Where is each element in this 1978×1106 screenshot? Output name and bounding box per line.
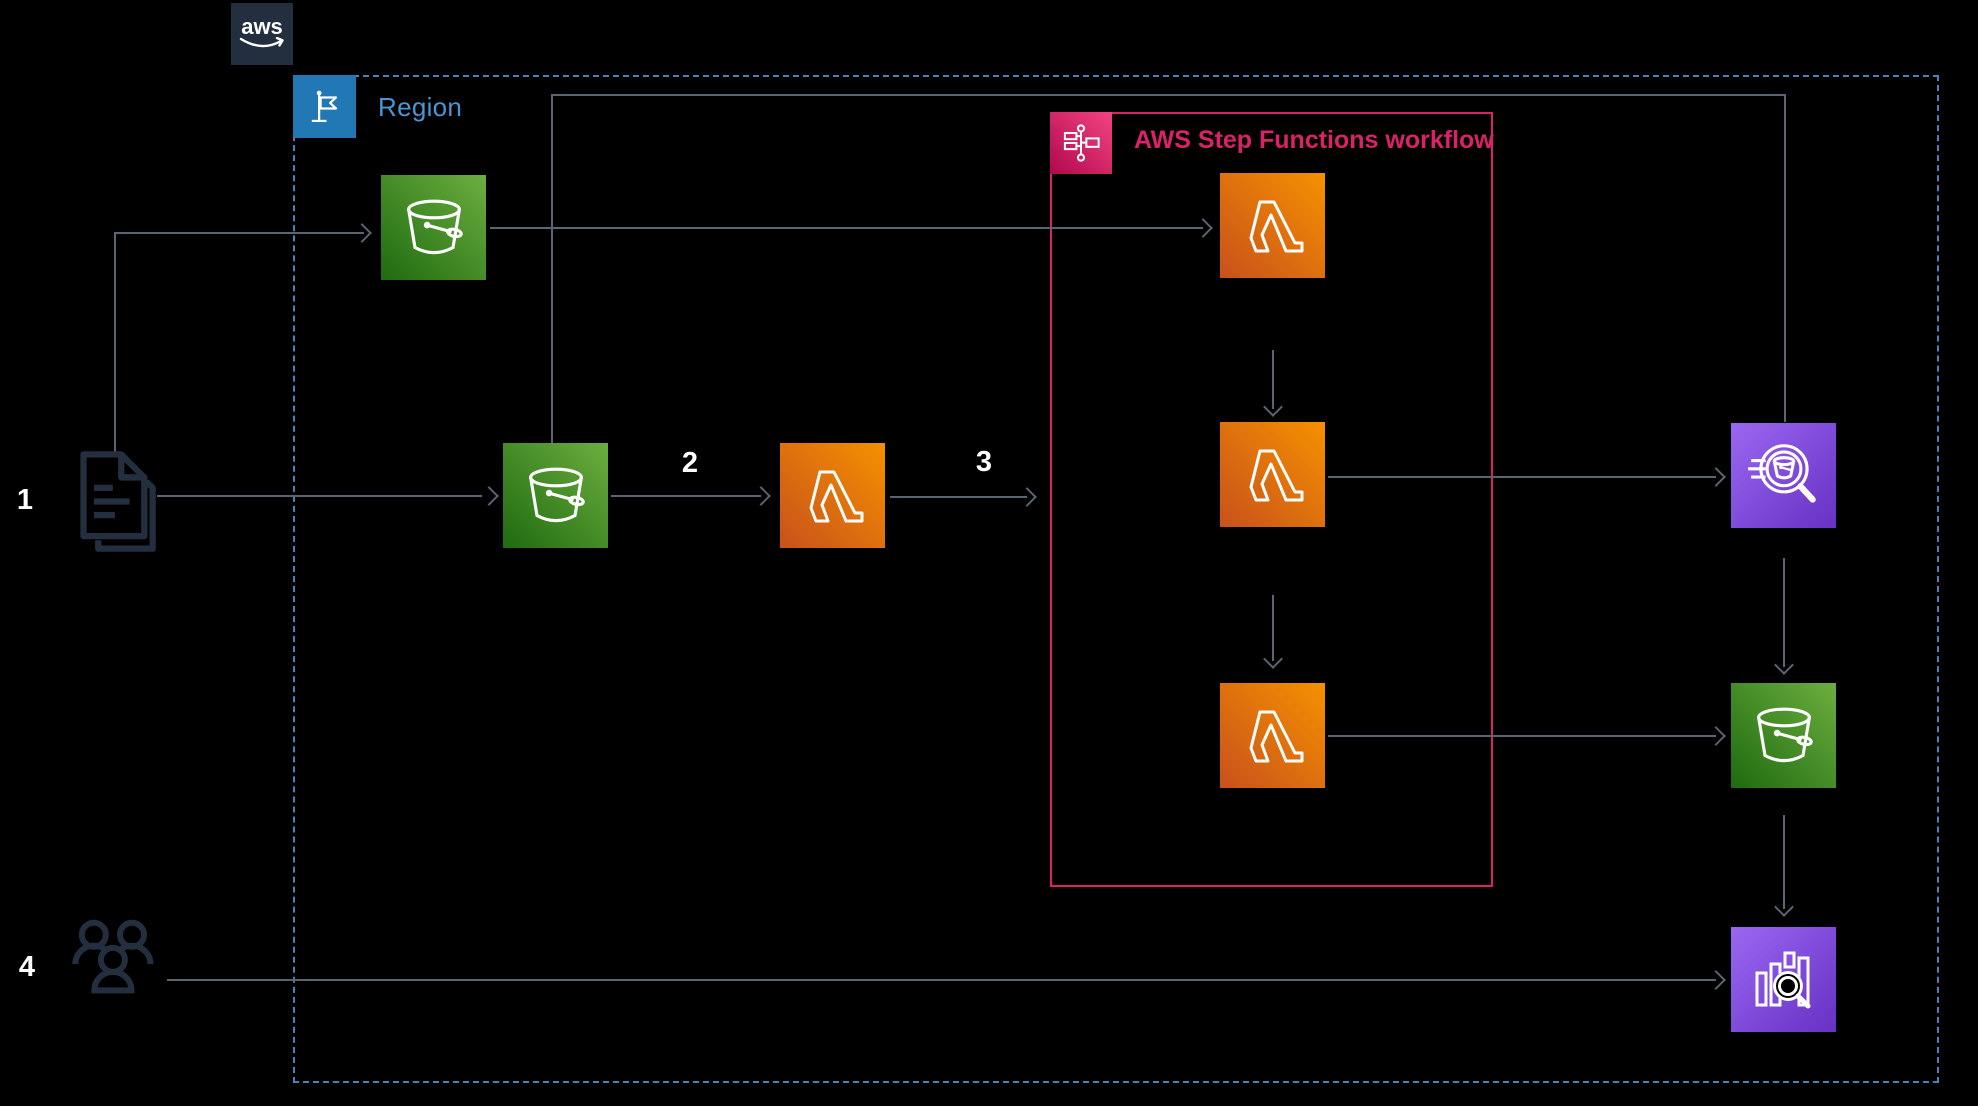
connector (1328, 735, 1716, 737)
connector (1783, 558, 1785, 667)
connector (114, 233, 116, 452)
region-boundary (293, 75, 1939, 1083)
connector (1784, 94, 1786, 422)
connector (1328, 476, 1716, 478)
region-label: Region (378, 92, 463, 122)
lambda-trigger-icon (780, 443, 885, 548)
connector (611, 495, 761, 497)
step-number-4: 4 (18, 951, 36, 983)
s3-bucket-results-icon (1731, 683, 1836, 788)
step-number-2: 2 (681, 447, 699, 479)
step-number-1: 1 (16, 484, 34, 516)
step-functions-boundary (1050, 112, 1493, 887)
connector (890, 496, 1027, 498)
aws-logo: aws (231, 3, 293, 65)
connector (167, 979, 1716, 981)
s3-bucket-source-icon (503, 443, 608, 548)
connector (551, 95, 553, 443)
region-flag-icon (293, 75, 356, 138)
lambda-step2-icon (1220, 422, 1325, 527)
connector (157, 495, 482, 497)
s3-bucket-top-icon (381, 175, 486, 280)
connector (490, 227, 1203, 229)
aws-smile-icon (239, 37, 284, 48)
step-functions-icon (1050, 112, 1112, 174)
users-icon (62, 914, 166, 1010)
connector (1272, 350, 1274, 409)
lambda-step1-icon (1220, 173, 1325, 278)
connector (1783, 815, 1785, 909)
connector (1272, 595, 1274, 661)
analytics-dashboard-icon (1731, 927, 1836, 1032)
documents-icon (68, 446, 164, 556)
step-number-3: 3 (975, 446, 993, 478)
connector (551, 94, 1785, 96)
search-bucket-icon (1731, 423, 1836, 528)
step-functions-label: AWS Step Functions workflow (1134, 126, 1494, 154)
lambda-step3-icon (1220, 683, 1325, 788)
aws-logo-text: aws (241, 14, 283, 39)
connector (114, 232, 364, 234)
